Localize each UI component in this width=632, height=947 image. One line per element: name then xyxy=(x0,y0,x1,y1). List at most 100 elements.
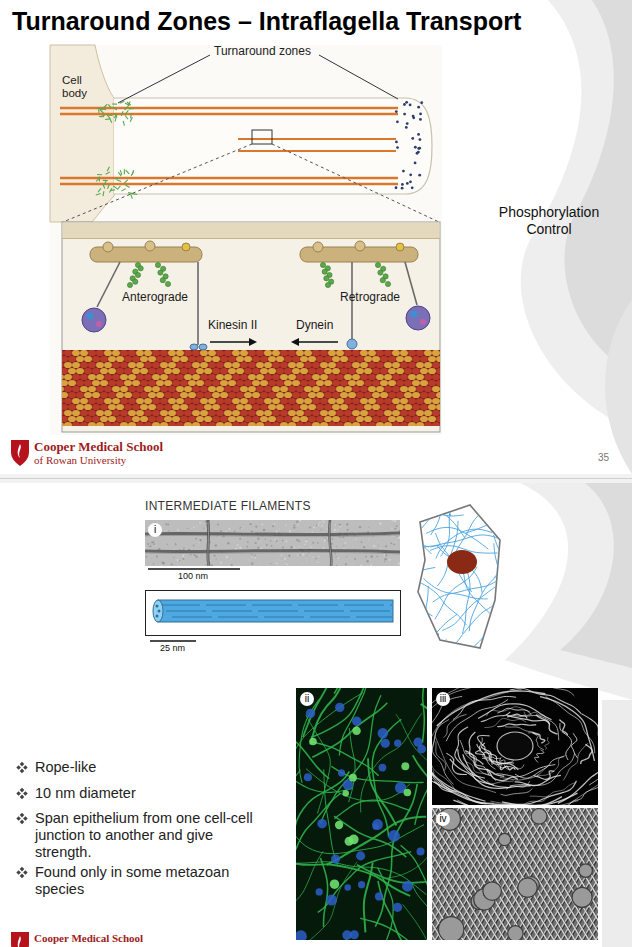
microtubule xyxy=(276,404,284,410)
microtubule xyxy=(200,386,208,392)
microtubule xyxy=(276,392,284,398)
microtubule xyxy=(436,416,440,422)
micrograph xyxy=(249,523,251,525)
microtubule xyxy=(124,380,132,386)
microtubule xyxy=(240,398,248,404)
microtubule xyxy=(212,392,220,398)
photo xyxy=(487,780,514,783)
micrograph xyxy=(389,559,391,561)
microtubule xyxy=(216,422,224,426)
microtubule xyxy=(120,398,128,404)
coiled-coil xyxy=(127,282,132,287)
filament-model xyxy=(158,610,161,613)
tip-particles xyxy=(395,101,424,190)
photo xyxy=(401,762,409,770)
basal-body-fibres xyxy=(129,108,134,110)
microtubule xyxy=(200,398,208,404)
direction-arrow xyxy=(298,341,338,342)
cell-sketch xyxy=(497,566,563,585)
bullet-symbol xyxy=(16,870,21,875)
microtubule xyxy=(264,398,272,404)
micrograph xyxy=(193,544,195,546)
micrograph xyxy=(272,525,274,527)
photo xyxy=(518,878,537,897)
microtubule xyxy=(76,392,84,398)
micrograph xyxy=(148,546,149,547)
basal-body-fibres xyxy=(124,180,128,183)
micrograph xyxy=(312,556,314,558)
microtubule xyxy=(244,416,252,422)
microtubule xyxy=(184,398,192,404)
microtubule xyxy=(412,368,420,374)
basal-body-fibres xyxy=(126,170,130,174)
microtubule xyxy=(360,410,368,416)
microtubule xyxy=(236,416,244,422)
micrograph xyxy=(251,557,253,559)
microtubule xyxy=(84,392,92,398)
micrograph xyxy=(161,565,162,566)
micrograph xyxy=(161,522,162,523)
microtubule xyxy=(220,356,228,362)
inset-drawing xyxy=(56,222,460,432)
microtubule xyxy=(280,422,288,426)
micrograph xyxy=(394,545,395,546)
microtubule xyxy=(76,356,84,362)
micrograph xyxy=(306,558,307,559)
photo xyxy=(515,757,564,779)
micrograph xyxy=(168,530,169,531)
microtubule xyxy=(236,380,244,386)
ift-train xyxy=(396,243,404,251)
microtubule xyxy=(200,350,208,356)
micrograph xyxy=(384,558,387,561)
cargo-complex xyxy=(411,311,418,318)
micrograph xyxy=(368,527,369,528)
microtubule xyxy=(392,362,400,368)
photo xyxy=(344,884,351,891)
tip-particles xyxy=(395,110,398,113)
photo xyxy=(432,809,492,940)
microtubule xyxy=(300,380,308,386)
cilium-drawing xyxy=(50,45,114,222)
microtubule xyxy=(132,356,140,362)
microtubule xyxy=(392,398,400,404)
microtubule xyxy=(384,374,392,380)
microtubule xyxy=(328,422,336,426)
microtubule xyxy=(88,422,96,426)
microtubule xyxy=(384,422,392,426)
micrograph xyxy=(193,526,195,528)
photo xyxy=(317,819,327,829)
microtubule xyxy=(436,356,440,362)
microtubule xyxy=(344,386,352,392)
microtubule xyxy=(260,404,268,410)
basal-body-fibres xyxy=(98,108,99,113)
micrograph xyxy=(214,555,216,557)
micrograph xyxy=(171,526,172,527)
microtubule xyxy=(192,362,200,368)
microtubule xyxy=(88,362,96,368)
bullet-text: Found only in some metazoan species xyxy=(35,864,267,898)
micrograph xyxy=(336,546,337,547)
photo xyxy=(573,809,598,940)
microtubule xyxy=(96,410,104,416)
tip-particles xyxy=(402,170,405,173)
microtubule xyxy=(224,422,232,426)
part-label: Retrograde xyxy=(340,290,400,304)
basal-body-fibres xyxy=(100,107,104,110)
part-label: Kinesin II xyxy=(208,318,257,332)
micrograph xyxy=(302,553,305,556)
bullet-symbol xyxy=(20,788,25,793)
zoom-line xyxy=(272,144,439,222)
basal-body-fibres xyxy=(125,110,128,114)
basal-body-fibres xyxy=(131,194,133,199)
micrograph xyxy=(344,542,346,544)
micrograph xyxy=(265,539,266,540)
micrograph xyxy=(354,558,356,560)
micrograph xyxy=(319,521,321,523)
microtubule xyxy=(308,392,316,398)
microtubule xyxy=(348,416,356,422)
microtubule xyxy=(304,410,312,416)
micrograph xyxy=(246,546,248,548)
micrograph xyxy=(293,525,295,527)
basal-body-fibres xyxy=(96,194,101,195)
microtubule xyxy=(216,398,224,404)
